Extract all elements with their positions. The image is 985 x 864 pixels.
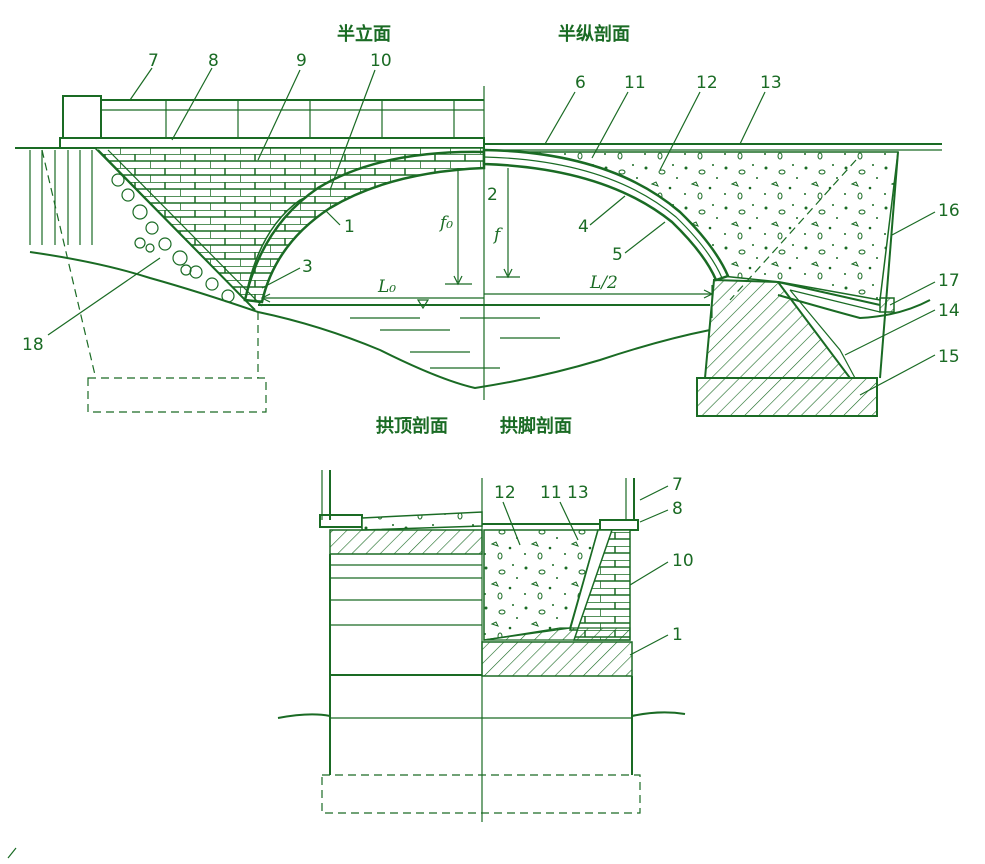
callout-13: 13 xyxy=(760,73,782,93)
label-L0: L₀ xyxy=(377,277,396,297)
drainage-layer xyxy=(777,281,881,306)
arch-waterproof-layer xyxy=(483,156,723,279)
callout-8: 8 xyxy=(208,51,219,71)
label-half-span: L/2 xyxy=(589,273,618,293)
abutment xyxy=(703,278,852,379)
bottom-foundation-dashed xyxy=(321,774,641,814)
callout-5: 5 xyxy=(612,245,623,265)
abutment-back-wall xyxy=(879,151,899,379)
callout-4: 4 xyxy=(578,217,589,237)
water-level-marker xyxy=(416,299,430,310)
callout-2: 2 xyxy=(487,185,498,205)
callout-18: 18 xyxy=(22,335,44,355)
callout-14: 14 xyxy=(938,301,960,321)
label-f: f xyxy=(492,225,503,245)
arch-ring-elevation xyxy=(243,150,486,304)
drainage-layer-lower xyxy=(789,289,881,313)
crown-curb xyxy=(319,514,363,528)
callout-b12: 12 xyxy=(494,483,516,503)
right-ground-line xyxy=(777,294,931,320)
callout-b7: 7 xyxy=(672,475,683,495)
dimension-L0 xyxy=(260,293,484,303)
callout-11: 11 xyxy=(624,73,646,93)
callout-16: 16 xyxy=(938,201,960,221)
label-f0: f₀ xyxy=(438,213,453,233)
left-ground-line xyxy=(29,251,259,313)
bottom-ground-line xyxy=(277,711,686,719)
springing-cushion xyxy=(483,627,631,641)
dimension-f0 xyxy=(445,168,472,286)
title-crown-section: 拱顶剖面 xyxy=(376,415,448,437)
leader-lines-top xyxy=(47,67,936,396)
left-foundation-dashed xyxy=(87,377,267,413)
callout-6: 6 xyxy=(575,73,586,93)
title-springing-section: 拱脚剖面 xyxy=(500,415,572,437)
callout-12: 12 xyxy=(696,73,718,93)
callout-b10: 10 xyxy=(672,551,694,571)
dimension-f xyxy=(496,168,520,279)
callout-b11-13: 11 13 xyxy=(540,483,589,503)
embankment-hatch xyxy=(15,147,95,245)
callout-9: 9 xyxy=(296,51,307,71)
cornice-band xyxy=(59,137,485,149)
railing-end-post xyxy=(62,95,102,139)
springing-curb xyxy=(599,519,639,531)
title-half-elevation: 半立面 xyxy=(337,23,391,45)
fill-slope-dashed xyxy=(729,159,857,301)
leader-lines-bottom xyxy=(502,485,669,656)
callout-b1: 1 xyxy=(672,625,683,645)
river-bed xyxy=(257,311,711,390)
callout-3: 3 xyxy=(302,257,313,277)
callout-10: 10 xyxy=(370,51,392,71)
abutment-back-slope xyxy=(789,289,856,379)
callout-17: 17 xyxy=(938,271,960,291)
title-half-longitudinal: 半纵剖面 xyxy=(558,23,630,45)
crown-arch-ring xyxy=(329,529,483,555)
railing-posts xyxy=(165,100,455,138)
callout-7: 7 xyxy=(148,51,159,71)
slope-rubble xyxy=(97,149,263,311)
abutment-footing xyxy=(696,377,878,417)
springing-arch-ring xyxy=(481,641,633,677)
drain-outlet xyxy=(879,297,895,313)
callout-b8: 8 xyxy=(672,499,683,519)
callout-15: 15 xyxy=(938,347,960,367)
callout-1: 1 xyxy=(344,217,355,237)
crown-section-lines xyxy=(329,554,482,775)
corner-mark xyxy=(7,847,17,859)
crown-pavement xyxy=(361,511,483,531)
